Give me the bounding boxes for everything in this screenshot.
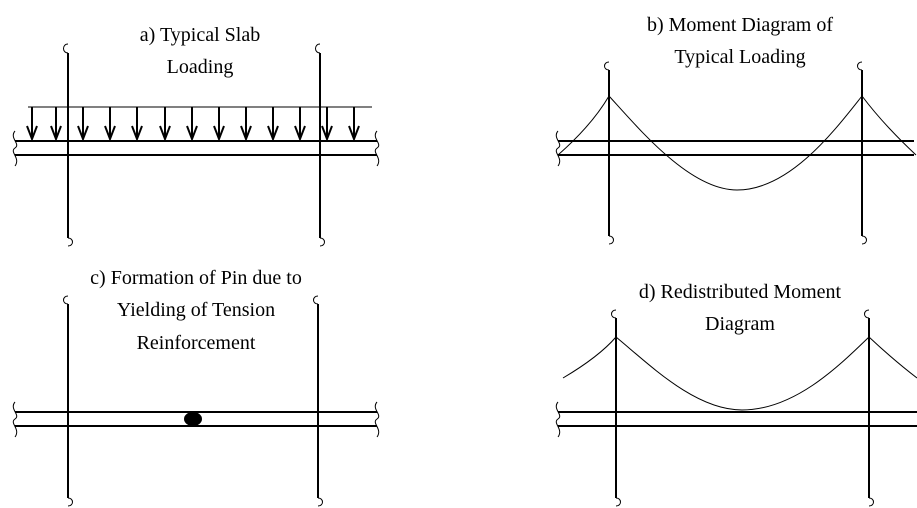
load-arrow [77,107,89,142]
panel-c-slab [12,401,380,438]
panel-a-column-left [63,43,73,247]
panel-d-column-right [864,309,874,507]
panel-d-moment-curve [562,336,917,411]
load-arrow [26,107,38,142]
panel-b-moment-curve [557,95,917,191]
load-arrow [294,107,306,142]
plastic-hinge-pin [184,412,202,426]
panel-b-slab [555,130,914,167]
panel-d: d) Redistributed Moment Diagram [555,281,917,507]
distributed-load-arrows [26,107,360,142]
panel-c-column-left [63,295,73,507]
load-arrow [131,107,143,142]
panel-c: c) Formation of Pin due to Yielding of T… [12,267,380,507]
panel-b: b) Moment Diagram of Typical Loading [555,14,917,245]
panel-a-column-right [315,43,325,247]
panel-b-column-left [604,61,614,245]
panel-d-caption-line-1: d) Redistributed Moment [639,281,842,303]
panel-a-caption-line-2: Loading [167,56,234,78]
panel-d-slab [555,401,917,438]
load-arrow [104,107,116,142]
panel-b-caption-line-2: Typical Loading [674,46,805,68]
load-arrow [348,107,360,142]
load-arrow [213,107,225,142]
load-arrow [186,107,198,142]
panel-a-slab [12,130,380,167]
load-arrow [159,107,171,142]
panel-b-column-right [857,61,867,245]
panel-c-caption-line-1: c) Formation of Pin due to [90,267,302,289]
load-arrow [321,107,333,142]
panel-a-caption-line-1: a) Typical Slab [140,24,260,46]
panel-c-caption-line-3: Reinforcement [137,332,256,354]
load-arrow [240,107,252,142]
panel-a: a) Typical Slab Loading [12,24,380,247]
panel-d-column-left [611,309,621,507]
load-arrow [50,107,62,142]
load-arrow [267,107,279,142]
panel-c-column-right [313,295,323,507]
panel-c-caption-line-2: Yielding of Tension [117,299,275,321]
panel-d-caption-line-2: Diagram [705,313,775,335]
panel-b-caption-line-1: b) Moment Diagram of [647,14,833,36]
